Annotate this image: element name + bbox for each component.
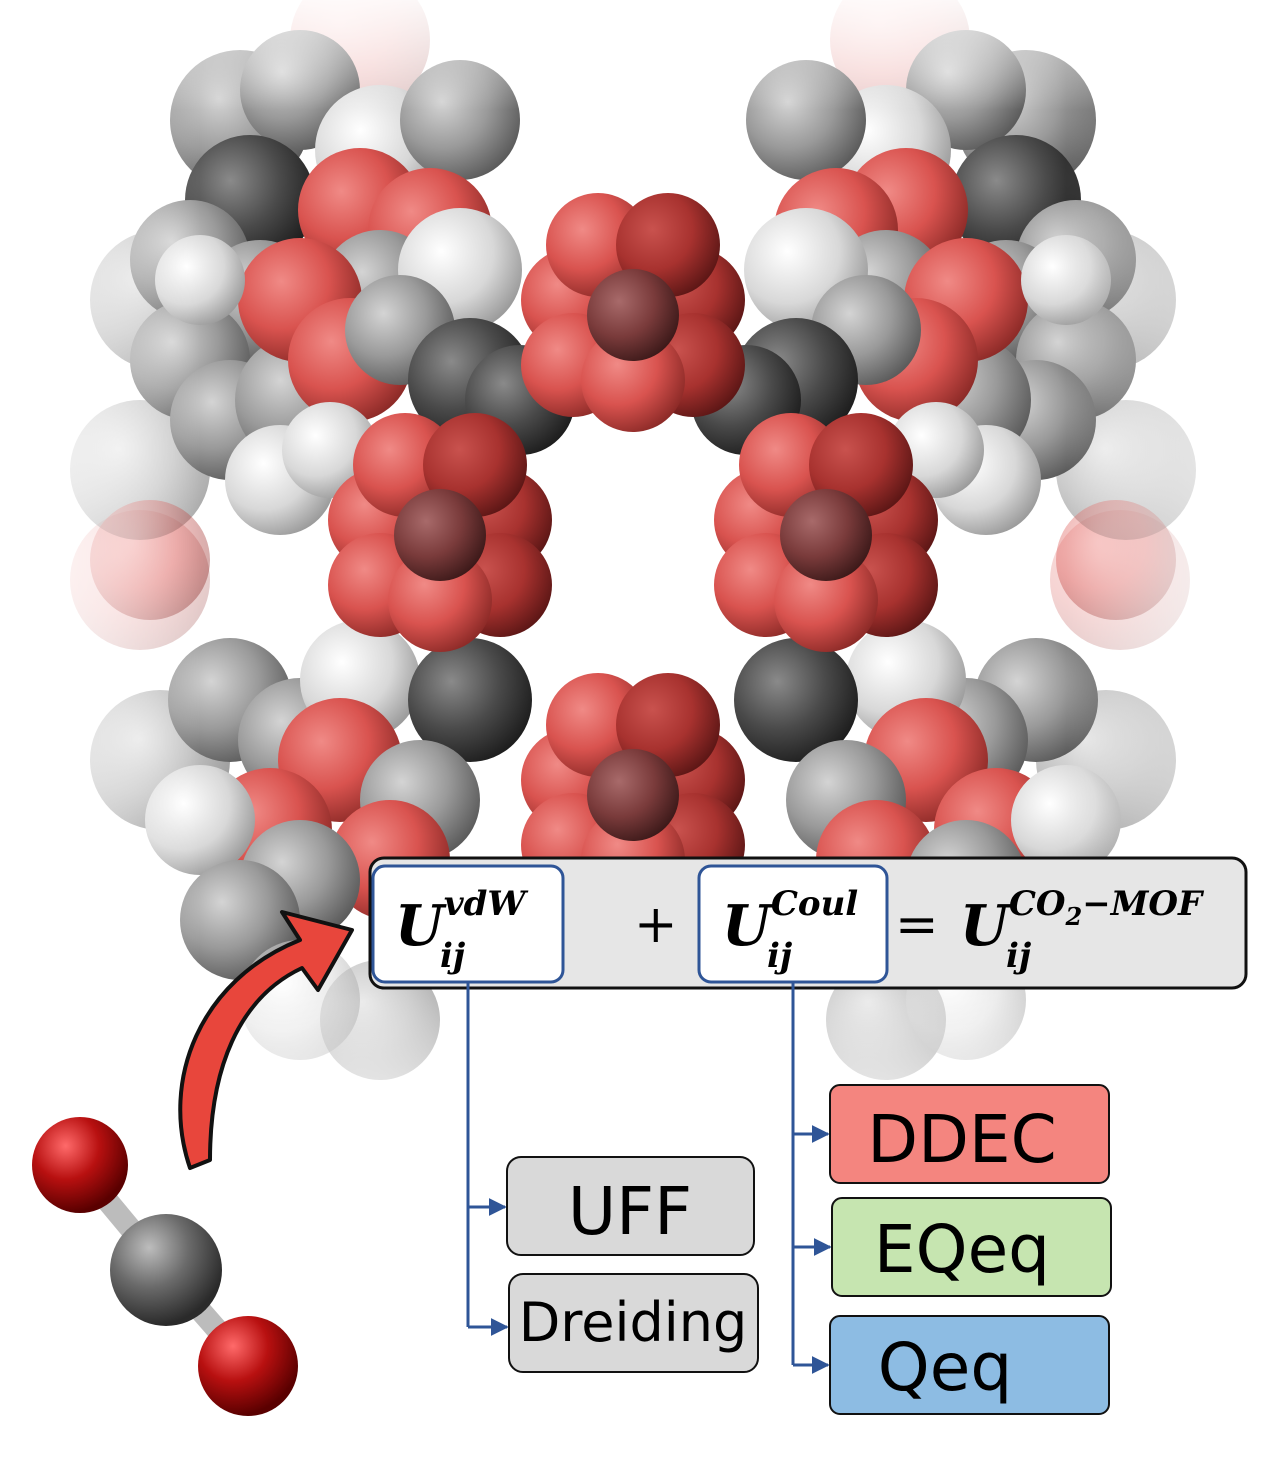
- co2-carbon: [110, 1214, 222, 1326]
- curved-arrow: [178, 910, 354, 1170]
- metal-atom: [780, 489, 872, 581]
- uff-label: UFF: [568, 1173, 692, 1250]
- top-fade: [0, 0, 1266, 110]
- oxygen-atom: [774, 548, 878, 652]
- metal-atom: [587, 269, 679, 361]
- charge-method-eqeq: EQeq: [831, 1197, 1112, 1297]
- ddec-label: DDEC: [867, 1101, 1056, 1178]
- co2-oxygen-bottom: [198, 1316, 298, 1416]
- vdw-connectors: [466, 982, 509, 1336]
- plus-sign: +: [634, 895, 678, 955]
- equals-sign: =: [895, 895, 939, 955]
- eqeq-label: EQeq: [874, 1211, 1050, 1288]
- carbon-atom: [734, 638, 858, 762]
- co2-molecule: [32, 1117, 298, 1416]
- vdw-method-uff: UFF: [506, 1156, 755, 1256]
- metal-atom: [587, 749, 679, 841]
- co2-oxygen-top: [32, 1117, 128, 1213]
- vdw-method-dreiding: Dreiding: [508, 1273, 759, 1373]
- dreiding-label: Dreiding: [519, 1291, 748, 1354]
- metal-atom: [394, 489, 486, 581]
- charge-connectors: [791, 982, 832, 1374]
- qeq-label: Qeq: [878, 1329, 1012, 1406]
- oxygen-atom: [388, 548, 492, 652]
- charge-method-qeq: Qeq: [829, 1315, 1110, 1415]
- carbon-atom: [408, 638, 532, 762]
- charge-method-ddec: DDEC: [829, 1084, 1110, 1184]
- oxygen-atom: [581, 328, 685, 432]
